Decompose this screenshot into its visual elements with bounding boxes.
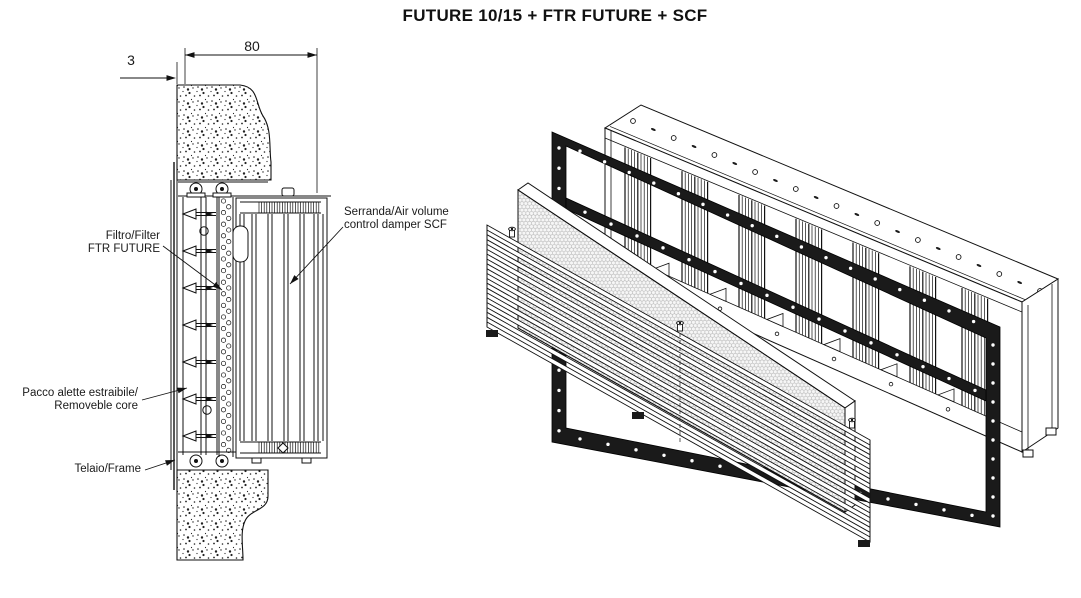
- removable-core: [181, 197, 218, 455]
- callout-core-line2: Removeble core: [54, 400, 138, 412]
- frame-face: [170, 85, 178, 560]
- callout-damper-line1: Serranda/Air volume: [344, 206, 449, 218]
- section-view: [120, 48, 344, 561]
- dimension-width-label: 80: [244, 38, 260, 54]
- callout-core: Pacco alette estraibile/ Removeble core: [0, 387, 138, 413]
- mounting-channels: [178, 181, 331, 471]
- callout-core-line1: Pacco alette estraibile/: [22, 387, 138, 399]
- callout-frame: Telaio/Frame: [41, 463, 141, 476]
- damper-block: [232, 187, 331, 464]
- filter-strip: [218, 197, 234, 457]
- leader-lines: [141, 226, 344, 471]
- callout-damper: Serranda/Air volume control damper SCF: [344, 206, 484, 232]
- callout-frame-line1: Telaio/Frame: [74, 463, 141, 475]
- drawing-title: FUTURE 10/15 + FTR FUTURE + SCF: [402, 6, 708, 25]
- wall-sections: [176, 84, 272, 561]
- callout-filter-line2: FTR FUTURE: [87, 243, 160, 255]
- callout-damper-line2: control damper SCF: [344, 219, 447, 231]
- callout-filter-line1: Filtro/Filter: [105, 230, 160, 242]
- iso-louver-grille: [486, 224, 871, 547]
- dimension-offset-label: 3: [127, 52, 135, 68]
- dimension-lines: [120, 48, 318, 193]
- callout-filter: Filtro/Filter FTR FUTURE: [20, 230, 160, 256]
